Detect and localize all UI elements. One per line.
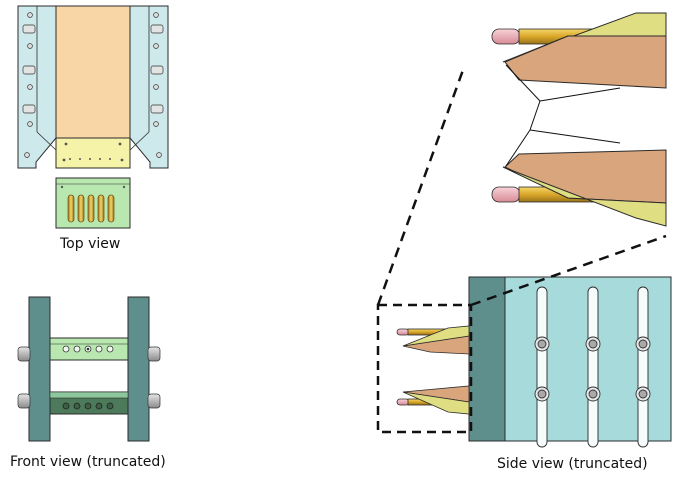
top-view-plate	[55, 137, 131, 169]
caption-top-view: Top view	[60, 236, 121, 252]
side-view-bolts	[534, 336, 651, 402]
caption-front-view: Front view (truncated)	[10, 454, 166, 470]
side-view	[376, 69, 672, 448]
front-view-right-post	[127, 296, 150, 442]
top-view-pins	[67, 194, 115, 223]
side-view-zoom-box	[376, 303, 473, 434]
side-view-slots	[536, 286, 649, 448]
zoom-wires	[505, 64, 621, 167]
front-view	[17, 296, 161, 442]
caption-side-view: Side view (truncated)	[497, 456, 648, 472]
front-view-left-post	[28, 296, 51, 442]
top-view-screws	[22, 12, 164, 158]
front-view-knobs	[17, 346, 161, 409]
top-view-body	[55, 5, 131, 139]
top-view	[17, 5, 169, 229]
zoom-detail	[491, 12, 667, 227]
side-view-plate	[468, 276, 506, 442]
zoom-lower-blade-yellow	[502, 166, 667, 227]
side-view-small-probes	[396, 325, 470, 415]
